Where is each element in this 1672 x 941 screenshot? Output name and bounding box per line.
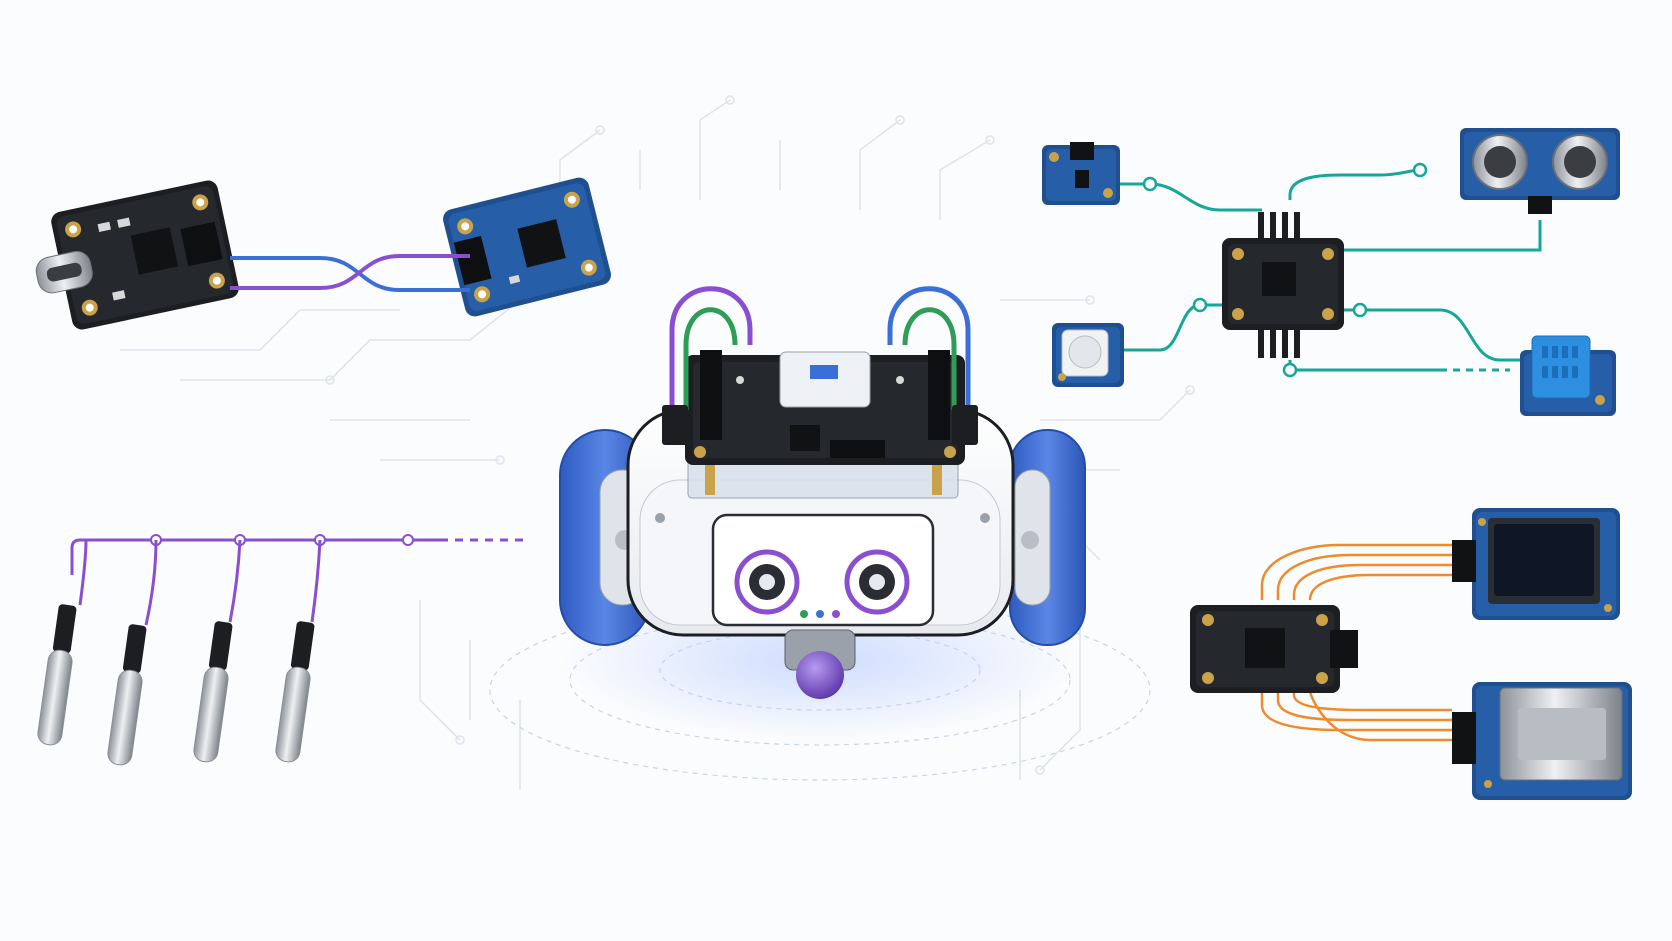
oled-display-icon — [1452, 508, 1620, 620]
temperature-probe-icon — [37, 604, 77, 746]
humidity-sensor-icon — [1520, 335, 1616, 416]
jumper-blue-right — [887, 286, 971, 410]
usb-i2c-bridge-pair — [35, 177, 611, 330]
controller-board-icon — [685, 350, 965, 465]
ultrasonic-eyes-icon — [711, 513, 935, 627]
jumper-green-right — [902, 307, 957, 410]
jumper-green-left — [683, 307, 738, 410]
usb-c-breakout-board-icon — [35, 180, 239, 330]
temperature-probe-icon — [275, 621, 315, 763]
jumper-purple-left — [669, 286, 753, 410]
wire-blue — [230, 256, 470, 292]
sensor-hub-cluster — [1042, 128, 1620, 416]
status-led-purple — [832, 610, 840, 618]
spi-adapter-board-icon — [1190, 605, 1358, 693]
wheel-icon — [1009, 429, 1086, 646]
onewire-probe-bus — [37, 534, 530, 766]
temperature-probe-icon — [193, 621, 233, 763]
spi-peripheral-cluster — [1190, 508, 1632, 800]
temperature-probe-icon — [107, 624, 147, 766]
robot-car — [489, 286, 1151, 781]
i2c-sensor-board-icon — [443, 177, 611, 317]
pir-sensor-icon — [1052, 323, 1124, 387]
ir-sensor-icon — [1042, 142, 1120, 205]
ultrasonic-sensor-icon — [1460, 128, 1620, 214]
status-led-blue — [816, 610, 824, 618]
sd-card-module-icon — [1452, 682, 1632, 800]
hub-board-icon — [1222, 212, 1344, 358]
caster-ball-icon — [784, 629, 856, 699]
wire-purple — [230, 254, 470, 290]
status-led-green — [800, 610, 808, 618]
